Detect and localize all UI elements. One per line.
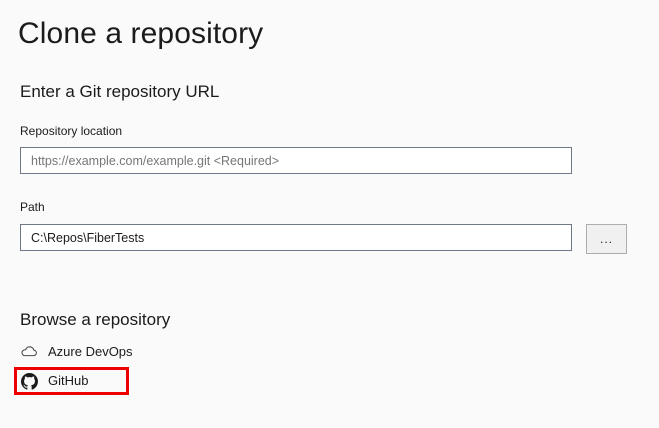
repo-source-label: Azure DevOps — [48, 344, 133, 359]
repo-source-azure-devops[interactable]: Azure DevOps — [20, 341, 133, 363]
repository-location-input[interactable] — [20, 147, 572, 174]
browse-path-button[interactable]: ... — [586, 224, 627, 254]
cloud-icon — [20, 343, 38, 361]
url-section-heading: Enter a Git repository URL — [20, 82, 220, 101]
repo-source-label: GitHub — [48, 373, 89, 388]
repo-source-github[interactable]: GitHub — [20, 370, 88, 392]
github-icon — [20, 372, 38, 390]
path-label: Path — [20, 200, 45, 214]
path-input[interactable] — [20, 224, 572, 251]
page-title: Clone a repository — [18, 17, 264, 50]
browse-section-heading: Browse a repository — [20, 310, 171, 329]
repository-location-label: Repository location — [20, 124, 123, 138]
